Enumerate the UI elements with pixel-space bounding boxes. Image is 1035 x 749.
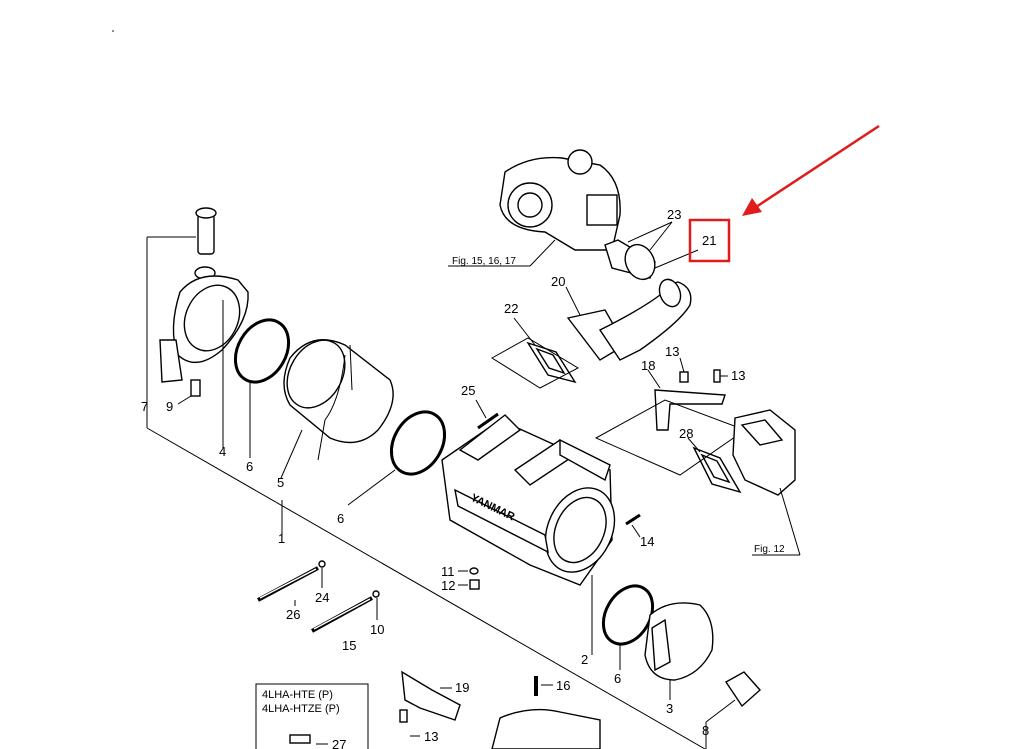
bolt-13-b (713, 369, 721, 383)
drain-plug-part-9 (177, 379, 201, 405)
label-19: 19 (455, 680, 469, 695)
bracket-part-27 (289, 734, 311, 744)
label-25: 25 (461, 383, 475, 398)
label-24: 24 (315, 590, 329, 605)
exhaust-manifold-fig12 (732, 409, 796, 496)
washer-24 (318, 560, 326, 568)
label-16: 16 (556, 678, 570, 693)
fig-ref-12: Fig. 12 (754, 544, 785, 555)
label-22: 22 (504, 301, 518, 316)
gasket-22-outline (491, 337, 580, 389)
leader-25 (475, 399, 487, 419)
leader-20 (565, 286, 581, 316)
label-15: 15 (342, 638, 356, 653)
leader-23b (649, 221, 673, 251)
bracket-part-18 (654, 389, 726, 431)
fig12-leader (779, 487, 801, 556)
bolt-14 (625, 513, 641, 526)
highlight-arrowhead (742, 198, 762, 216)
leader-13a (679, 357, 685, 373)
label-28: 28 (679, 426, 693, 441)
label-10: 10 (370, 622, 384, 637)
label-12: 12 (441, 578, 455, 593)
label-4: 4 (219, 444, 226, 459)
washer-10 (372, 590, 380, 598)
leader-18 (647, 369, 661, 389)
label-21: 21 (702, 233, 716, 248)
long-bolt-26 (257, 566, 319, 602)
filler-pipe (194, 207, 217, 280)
elbow-pipe-part-20 (566, 278, 692, 361)
label-23: 23 (667, 207, 681, 222)
highlight-arrow-shaft (755, 124, 880, 209)
leader-8 (705, 699, 736, 723)
label-9: 9 (166, 399, 173, 414)
bracket-part-19 (401, 670, 461, 721)
model-box (255, 683, 369, 749)
leader-28 (687, 437, 701, 453)
label-2: 2 (581, 652, 588, 667)
label-5: 5 (277, 475, 284, 490)
label-13c: 13 (424, 729, 438, 744)
end-cover-part-4 (159, 275, 249, 383)
highlight-box (688, 218, 731, 263)
gasket-part-28 (692, 446, 742, 494)
label-1: 1 (278, 531, 285, 546)
label-3: 3 (666, 701, 673, 716)
label-6a: 6 (246, 459, 253, 474)
leader-21 (654, 249, 699, 269)
end-cover-part-3 (644, 602, 714, 681)
o-ring-mid (389, 410, 447, 476)
stray-dot (112, 30, 114, 32)
intercooler-housing-part-2: YANMAR (441, 414, 616, 586)
bolt-13-c (399, 709, 408, 723)
leader-23a (627, 221, 673, 243)
label-13a: 13 (665, 344, 679, 359)
plug-12 (469, 579, 480, 590)
cooler-core-part-5 (283, 339, 394, 461)
fig-turbo-leader (529, 239, 556, 267)
label-27: 27 (332, 737, 346, 749)
label-11: 11 (441, 564, 455, 579)
label-8: 8 (702, 723, 709, 738)
o-ring-right (601, 584, 655, 646)
model-line-2: 4LHA-HTZE (P) (262, 703, 340, 715)
leader-6b (347, 469, 396, 506)
bolt-25 (477, 412, 499, 430)
lower-housing (491, 708, 601, 749)
label-26: 26 (286, 607, 300, 622)
label-7: 7 (141, 399, 148, 414)
turbocharger (499, 149, 656, 281)
fig-ref-turbo: Fig. 15, 16, 17 (452, 256, 516, 267)
gasket-part-8 (724, 671, 761, 708)
washer-11 (469, 567, 479, 575)
label-14: 14 (640, 534, 654, 549)
label-6c: 6 (614, 671, 621, 686)
label-6b: 6 (337, 511, 344, 526)
o-ring-left (233, 318, 291, 384)
model-line-1: 4LHA-HTE (P) (262, 689, 333, 701)
long-bolt-15 (311, 596, 373, 633)
leader-14 (631, 524, 641, 538)
assembly-baseline (146, 427, 706, 749)
leader-5 (280, 429, 303, 479)
label-18: 18 (641, 358, 655, 373)
label-20: 20 (551, 274, 565, 289)
label-13b: 13 (731, 368, 745, 383)
leader-22 (513, 317, 536, 346)
bolt-13-a (679, 371, 689, 383)
